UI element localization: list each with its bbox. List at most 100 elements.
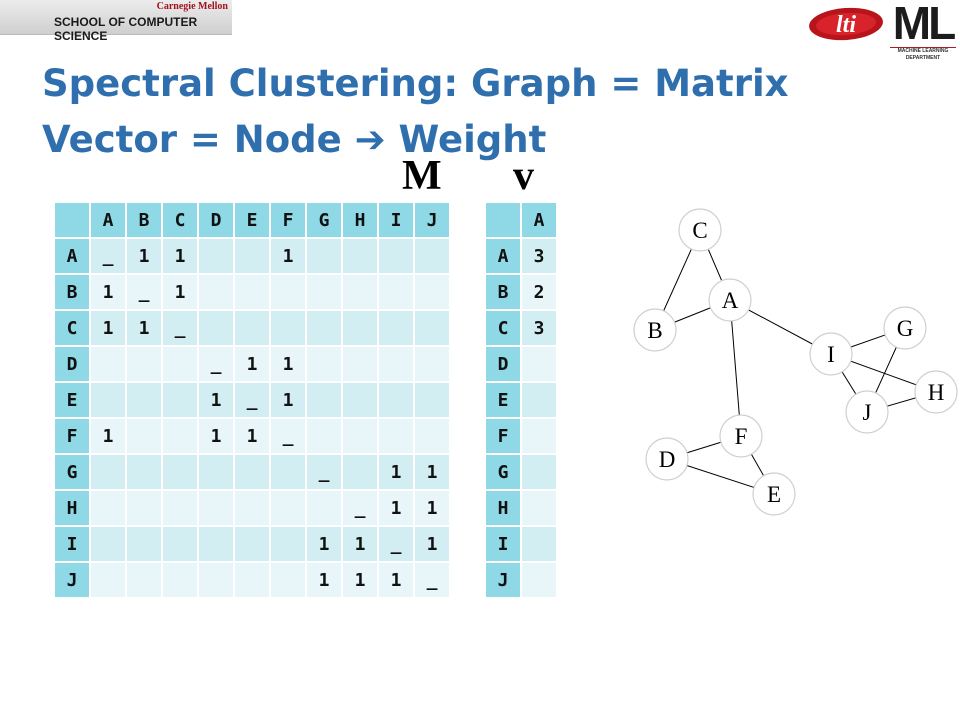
vector-row: F (486, 419, 556, 453)
matrix-cell: 1 (415, 455, 449, 489)
matrix-col-header: B (127, 203, 161, 237)
matrix-cell: 1 (91, 275, 125, 309)
matrix-cell (271, 455, 305, 489)
matrix-col-header: J (415, 203, 449, 237)
matrix-col-header: H (343, 203, 377, 237)
graph-node-circle (845, 390, 889, 434)
vector-cell: 3 (522, 311, 556, 345)
matrix-cell (343, 239, 377, 273)
matrix-cell (379, 347, 413, 381)
matrix-cell: _ (271, 419, 305, 453)
matrix-col-header: F (271, 203, 305, 237)
matrix-cell (379, 419, 413, 453)
vector-cell (522, 419, 556, 453)
matrix-cell (307, 239, 341, 273)
matrix-cell (163, 455, 197, 489)
matrix-row-header: B (55, 275, 89, 309)
matrix-col-header: D (199, 203, 233, 237)
vector-row-header: J (486, 563, 520, 597)
graph-node-f: F (719, 414, 763, 458)
graph-node-label: G (897, 316, 914, 341)
matrix-cell (235, 455, 269, 489)
matrix-col-header: G (307, 203, 341, 237)
matrix-cell (127, 347, 161, 381)
matrix-cell: _ (343, 491, 377, 525)
graph-node-g: G (883, 306, 927, 350)
graph-node-circle (752, 472, 796, 516)
title-line1: Spectral Clustering: Graph = Matrix (42, 62, 789, 105)
matrix-cell: _ (199, 347, 233, 381)
graph-node-label: B (647, 318, 662, 343)
matrix-cell: 1 (271, 239, 305, 273)
vector-row: E (486, 383, 556, 417)
vector-header-row: A (486, 203, 556, 237)
matrix-cell (343, 347, 377, 381)
matrix-cell (235, 527, 269, 561)
ml-logo-sub2: DEPARTMENT (905, 55, 941, 61)
matrix-row-header: I (55, 527, 89, 561)
vector-row-header: E (486, 383, 520, 417)
matrix-cell: _ (379, 527, 413, 561)
vector-cell: 3 (522, 239, 556, 273)
matrix-cell (235, 563, 269, 597)
matrix-cell (379, 275, 413, 309)
vector-row-header: I (486, 527, 520, 561)
university-name: Carnegie Mellon (156, 1, 228, 12)
matrix-row-header: C (55, 311, 89, 345)
matrix-cell: _ (235, 383, 269, 417)
matrix-cell: 1 (415, 491, 449, 525)
graph-node-label: D (659, 447, 676, 472)
graph-node-circle (633, 308, 677, 352)
matrix-cell (127, 527, 161, 561)
vector-label: v (513, 153, 534, 199)
matrix-cell: _ (127, 275, 161, 309)
matrix-cell (199, 491, 233, 525)
matrix-cell: _ (415, 563, 449, 597)
matrix-row-header: D (55, 347, 89, 381)
matrix-col-header: A (91, 203, 125, 237)
matrix-row-header: F (55, 419, 89, 453)
matrix-cell (163, 383, 197, 417)
matrix-cell: 1 (271, 347, 305, 381)
graph-node-j: J (845, 390, 889, 434)
matrix-cell: 1 (379, 491, 413, 525)
matrix-cell: 1 (163, 275, 197, 309)
graph-edges (654, 229, 937, 495)
graph-node-label: A (722, 288, 739, 313)
matrix-cell (379, 383, 413, 417)
graph-node-d: D (645, 437, 689, 481)
graph-node-label: H (928, 380, 945, 405)
vector-cell (522, 455, 556, 489)
matrix-cell: 1 (343, 563, 377, 597)
vector-cell (522, 527, 556, 561)
graph-node-circle (809, 332, 853, 376)
matrix-cell (307, 275, 341, 309)
matrix-cell (307, 347, 341, 381)
slide-title: Spectral Clustering: Graph = Matrix Vect… (42, 56, 789, 168)
vector-row: G (486, 455, 556, 489)
vector-cell (522, 563, 556, 597)
matrix-row-header: G (55, 455, 89, 489)
matrix-cell (127, 455, 161, 489)
graph-node-circle (708, 278, 752, 322)
matrix-cell (415, 383, 449, 417)
graph-node-c: C (678, 208, 722, 252)
matrix-cell (415, 275, 449, 309)
matrix-corner-cell (55, 203, 89, 237)
matrix-cell (199, 455, 233, 489)
matrix-cell (379, 311, 413, 345)
matrix-cell: _ (163, 311, 197, 345)
matrix-cell (127, 563, 161, 597)
matrix-cell: _ (307, 455, 341, 489)
cmu-header-bar: Carnegie Mellon SCHOOL OF COMPUTER SCIEN… (0, 0, 232, 43)
matrix-cell (271, 491, 305, 525)
matrix-cell (199, 275, 233, 309)
graph-node-circle (645, 437, 689, 481)
